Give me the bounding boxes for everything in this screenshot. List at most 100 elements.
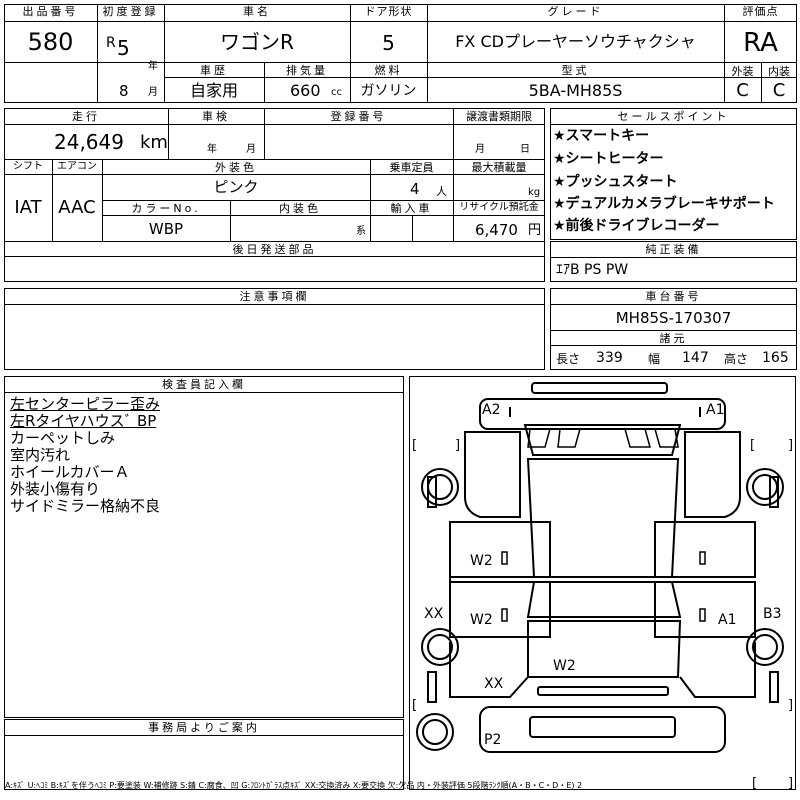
office-label: 事務局よりご案内 [148,721,260,734]
damage-mark: A1 [706,402,725,418]
lot-label: 出品番号 [22,5,79,18]
fuel-value: ガソリン [360,83,417,99]
int-value: C [772,80,786,101]
transfer-day-unit: 日 [520,144,530,155]
ac-value: AAC [58,197,96,218]
damage-mark: XX [424,606,444,622]
fuel-label: 燃料 [374,64,403,77]
reg-year: 5 [117,36,130,60]
recycle-label: リサイクル預託金 [459,202,539,213]
int-label: 内装 [768,65,790,78]
cc-label: 排気量 [286,64,328,77]
seats-label: 乗車定員 [389,161,434,174]
length-value: 339 [596,350,623,366]
interior-color-label: 内装色 [279,202,321,215]
damage-mark: B3 [763,606,782,622]
plate-label: 登録番号 [330,110,387,123]
interior-color-unit: 系 [356,226,366,237]
damage-mark: P2 [484,732,502,748]
damage-mark: A2 [482,402,501,418]
door-label: ドア形状 [364,5,413,18]
inspector-note: ホイールカバーＡ [10,463,130,481]
ext-label: 外装 [731,65,754,78]
history-value: 自家用 [189,81,238,100]
color-label: 外装色 [215,161,257,174]
car-outline-icon [416,382,784,753]
ac-label: エアコン [57,161,97,172]
height-value: 165 [762,350,789,366]
cc-value: 660 [290,81,321,100]
ext-value: C [736,80,749,101]
inspector-note: 外装小傷有り [10,480,101,498]
later-parts-label: 後日発送部品 [232,243,317,256]
load-label: 最大積載量 [471,161,527,174]
car-damage-diagram: [ ] [ ] [ ] [ ] A2 A1 W2 W2 XX A1 B3 W2 … [409,376,796,790]
color-value: ピンク [213,178,259,196]
sales-point-item: ★デュアルカメラブレーキサポート [553,196,775,212]
seats-value: 4 [410,180,420,198]
sales-point-item: ★シートヒーター [553,151,664,167]
sales-point-item: ★プッシュスタート [553,174,678,190]
width-value: 147 [682,350,709,366]
header-block [4,4,797,103]
reg-year-unit: 年 [148,61,158,72]
reg-month-unit: 月 [148,87,158,98]
damage-mark: XX [484,676,504,692]
equipment-block [550,241,797,282]
equipment-label: 純正装備 [645,243,702,256]
transfer-month-unit: 月 [475,144,485,155]
import-label: 輸入車 [390,202,433,215]
inspector-label: 検査員記入欄 [162,378,246,391]
width-label: 幅 [648,352,661,366]
sales-point-item: ★スマートキー [553,128,650,144]
equipment-value: ｴｱB PS PW [556,262,629,278]
inspector-note: カーペットしみ [10,429,116,447]
notes-block [4,288,545,370]
inspector-note: 左Rタイヤハウスﾞ BP [10,412,157,430]
grade-label: グレード [547,5,604,18]
cc-unit: cc [331,87,342,98]
chassis-value: MH85S-170307 [615,309,732,327]
mileage-value: 24,649 [54,130,124,154]
car-name-label: 車名 [243,5,271,18]
damage-mark: W2 [470,553,493,569]
lot-number: 580 [27,28,74,56]
inspector-block [4,376,404,718]
inspection-label: 車検 [202,110,230,123]
notes-label: 注意事項欄 [239,290,310,303]
reg-month: 8 [119,82,129,100]
score-value: RA [743,28,778,58]
model-label: 型式 [561,64,590,77]
damage-mark: W2 [470,612,493,628]
sales-points-label: セールスポイント [617,110,730,123]
reg-label: 初度登録 [102,5,159,18]
chassis-block [550,288,797,370]
shift-value: IAT [14,197,42,218]
car-name: ワゴンR [220,30,294,54]
model-value: 5BA-MH85S [528,81,623,100]
transfer-label: 譲渡書類期限 [466,110,532,123]
load-unit: kg [528,187,541,198]
reg-era: R [106,35,116,51]
inspector-note: サイドミラー格納不良 [10,497,161,515]
legend-text: A:ｷｽﾞ U:ﾍｺﾐ B:ｷｽﾞを伴うﾍｺﾐ P:要塗装 W:補修跡 S:錆 … [5,781,583,790]
shift-label: シフト [13,161,43,172]
inspector-note: 室内汚れ [10,446,71,464]
color-no-value: WBP [148,220,184,238]
chassis-label: 車台番号 [645,290,702,303]
height-label: 高さ [724,352,749,366]
seats-unit: 人 [436,185,447,198]
grade-value: FX CDプレーヤーソウチャクシャ [455,32,696,51]
color-no-label: カラーNo. [131,202,201,215]
mileage-unit: km [140,132,168,153]
recycle-unit: 円 [528,223,542,238]
office-block [4,719,404,790]
dimensions-label: 諸元 [659,332,688,345]
history-label: 車歴 [200,64,228,77]
damage-mark: W2 [553,658,576,674]
damage-mark: A1 [718,612,737,628]
inspection-month-unit: 月 [246,144,256,155]
score-label: 評価点 [742,5,779,18]
sales-point-item: ★前後ドライブレコーダー [553,218,720,234]
sales-points-block [550,108,797,240]
